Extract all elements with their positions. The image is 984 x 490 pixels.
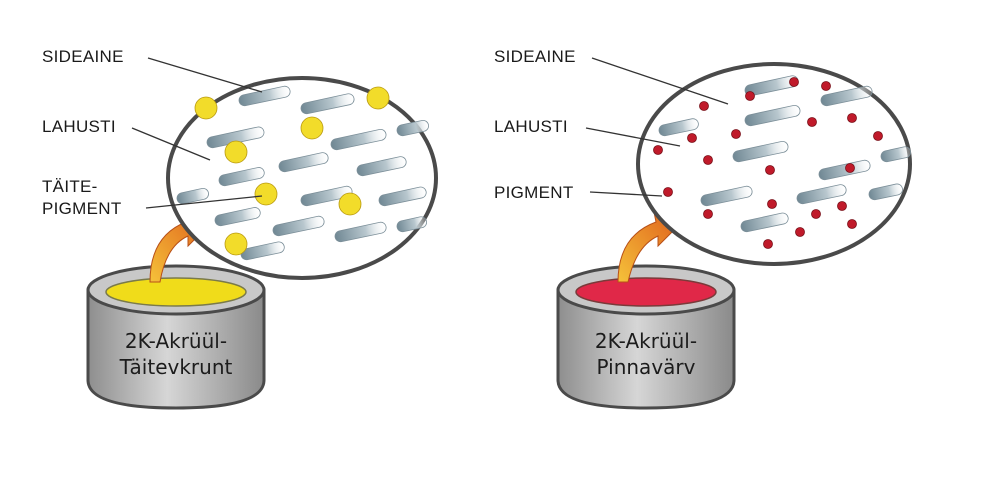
left-zoom-bubble (166, 76, 438, 280)
binder-streak (744, 104, 801, 127)
particle (767, 199, 777, 209)
particle (699, 101, 709, 111)
particle (703, 155, 713, 165)
right-label-binder: SIDEAINE (494, 47, 576, 66)
binder-streak (658, 118, 699, 137)
binder-streak (300, 93, 355, 115)
particle (366, 86, 390, 110)
left-label-filler-line1: TÄITE- (42, 177, 98, 196)
binder-streak (272, 215, 325, 237)
binder-streak (868, 183, 903, 201)
particle (703, 209, 713, 219)
binder-streak (740, 212, 789, 233)
particle (807, 117, 817, 127)
particle (873, 131, 883, 141)
particle (847, 219, 857, 229)
right-can-label-line1: 2K-Akrüül- (595, 329, 697, 353)
particle (789, 77, 799, 87)
particle (837, 201, 847, 211)
right-pigment-particles (653, 77, 883, 249)
particle (224, 140, 248, 164)
binder-streak (334, 221, 387, 243)
right-paint-can: 2K-Akrüül- Pinnavärv (556, 264, 736, 410)
left-binder-streaks (176, 85, 429, 261)
binder-streak (240, 241, 285, 261)
binder-streak (396, 216, 428, 233)
particle (763, 239, 773, 249)
binder-streak (330, 128, 387, 151)
binder-streak (796, 184, 847, 205)
right-label-pigment: PIGMENT (494, 183, 574, 202)
right-paint-surface (575, 277, 717, 307)
right-pigment-leader (589, 191, 663, 197)
binder-streak (278, 152, 329, 173)
left-paint-surface (105, 277, 247, 307)
right-label-solvent: LAHUSTI (494, 117, 568, 136)
left-solvent-leader (131, 127, 211, 161)
left-filler-particles (194, 86, 390, 256)
binder-streak (880, 146, 912, 163)
particle (663, 187, 673, 197)
particle (795, 227, 805, 237)
binder-streak (356, 156, 407, 177)
particle (845, 163, 855, 173)
left-panel: 2K-Akrüül- Täitevkrunt SIDEAINE LAHUSTI … (42, 47, 438, 410)
particle (687, 133, 697, 143)
binder-streak (818, 159, 871, 181)
particle (847, 113, 857, 123)
right-solvent-leader (585, 127, 681, 147)
particle (338, 192, 362, 216)
binder-streak (700, 185, 753, 207)
particle (821, 81, 831, 91)
particle (811, 209, 821, 219)
particle (731, 129, 741, 139)
binder-streak (300, 185, 353, 207)
particle (765, 165, 775, 175)
left-label-solvent: LAHUSTI (42, 117, 116, 136)
left-filler-leader (145, 195, 263, 209)
binder-streak (820, 85, 873, 107)
particle (745, 91, 755, 101)
left-paint-can: 2K-Akrüül- Täitevkrunt (86, 264, 266, 410)
particle (224, 232, 248, 256)
right-can-label-line2: Pinnavärv (597, 355, 696, 379)
left-can-label-line1: 2K-Akrüül- (125, 329, 227, 353)
particle (300, 116, 324, 140)
binder-streak (732, 140, 789, 163)
binder-streak (396, 119, 429, 137)
binder-streak (214, 207, 261, 227)
left-label-filler-line2: PIGMENT (42, 199, 122, 218)
right-binder-streaks (658, 75, 912, 233)
binder-streak (238, 85, 291, 107)
left-binder-leader (147, 57, 263, 93)
particle (254, 182, 278, 206)
right-binder-leader (591, 57, 729, 105)
right-panel: 2K-Akrüül- Pinnavärv SIDEAINE LAHUSTI PI… (494, 47, 912, 410)
right-zoom-bubble (636, 62, 912, 266)
left-label-binder: SIDEAINE (42, 47, 124, 66)
particle (653, 145, 663, 155)
particle (194, 96, 218, 120)
left-can-label-line2: Täitevkrunt (119, 355, 233, 379)
binder-streak (378, 186, 427, 207)
binder-streak (176, 187, 209, 205)
binder-streak (218, 167, 265, 187)
